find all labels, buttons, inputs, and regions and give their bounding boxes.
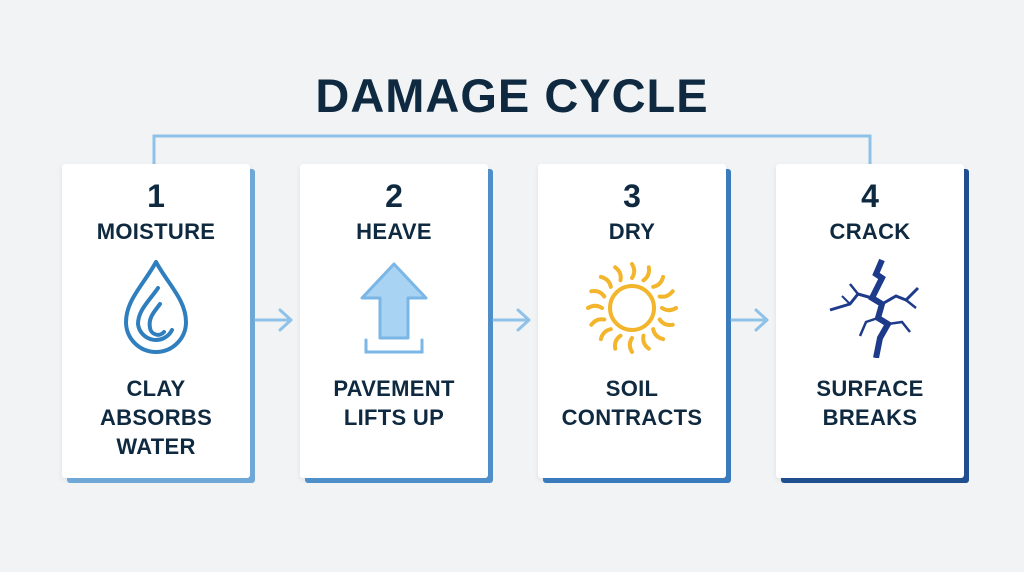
sun-ray <box>613 265 623 283</box>
sun-ray <box>598 327 613 342</box>
sun-ray <box>630 262 637 280</box>
water-drop-icon <box>124 260 188 354</box>
step-description: CLAY ABSORBS WATER <box>99 376 213 459</box>
step-description: SOIL CONTRACTS <box>561 376 703 430</box>
sun-ray <box>641 265 652 283</box>
step-description: SURFACE BREAKS <box>816 376 924 430</box>
step-number: 3 <box>623 178 641 214</box>
sun-ray <box>660 306 678 313</box>
arrow-right-icon <box>254 308 293 332</box>
sun-icon <box>586 262 678 354</box>
step-label: CRACK <box>829 219 911 244</box>
page-title: DAMAGE CYCLE <box>315 69 709 122</box>
sun-ray <box>589 288 607 299</box>
sun-ray <box>612 333 623 351</box>
sun-ray <box>586 303 604 310</box>
step-number: 4 <box>861 178 879 214</box>
step-card-dry: 3 DRY SOIL CONTRACTS <box>538 164 726 478</box>
step-card-heave: 2 HEAVE PAVEMENT LIFTS UP <box>300 164 488 478</box>
step-label: DRY <box>608 219 656 244</box>
arrow-right-icon <box>492 308 531 332</box>
step-number: 2 <box>385 178 403 214</box>
sun-ray <box>651 274 666 289</box>
step-description: PAVEMENT LIFTS UP <box>333 376 455 430</box>
step-label: MOISTURE <box>96 219 216 244</box>
sun-ray <box>598 274 613 289</box>
sun-ray <box>651 327 666 342</box>
step-label: HEAVE <box>356 219 432 244</box>
sun-ray <box>641 333 651 351</box>
sun-ray <box>589 317 607 327</box>
step-number: 1 <box>147 178 165 214</box>
step-card-crack: 4 CRACK SURFACE BREAKS <box>776 164 964 478</box>
sun-ray <box>627 336 634 354</box>
step-card-moisture: 1 MOISTURE CLAY ABSORBS WATER <box>62 164 250 478</box>
up-arrow-icon <box>360 262 428 354</box>
sun-ray <box>657 289 675 299</box>
sun-ray <box>657 317 675 328</box>
arrow-right-icon <box>730 308 769 332</box>
crack-icon <box>829 258 920 358</box>
